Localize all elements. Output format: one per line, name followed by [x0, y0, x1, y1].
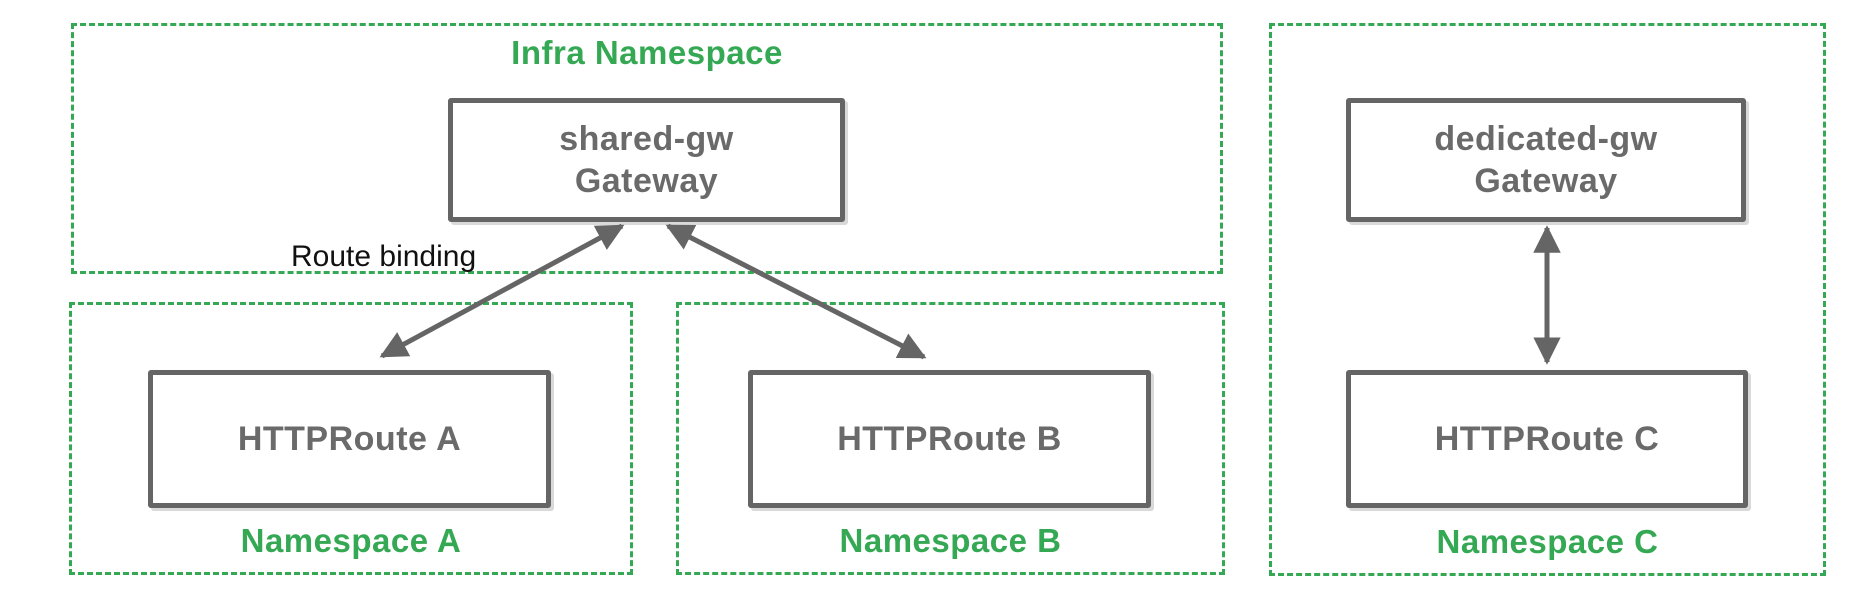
dedicated-gateway-name: dedicated-gw — [1434, 120, 1658, 158]
httproute-a-node: HTTPRoute A — [148, 370, 551, 508]
shared-gateway-kind: Gateway — [574, 162, 719, 200]
httproute-b-label: HTTPRoute B — [837, 420, 1062, 458]
route-binding-label: Route binding — [291, 240, 477, 273]
namespace-a-title: Namespace A — [240, 522, 462, 559]
infra-namespace-box: Infra Namespace shared-gw Gateway — [71, 23, 1223, 274]
shared-gateway-node: shared-gw Gateway — [448, 98, 845, 222]
dedicated-gateway-node: dedicated-gw Gateway — [1346, 98, 1746, 222]
infra-namespace-title: Infra Namespace — [511, 34, 783, 71]
namespace-b-box: HTTPRoute B Namespace B — [676, 302, 1225, 575]
namespace-c-title: Namespace C — [1436, 523, 1659, 560]
httproute-b-node: HTTPRoute B — [748, 370, 1151, 508]
httproute-a-label: HTTPRoute A — [237, 420, 462, 458]
httproute-c-node: HTTPRoute C — [1346, 370, 1748, 508]
namespace-a-box: HTTPRoute A Namespace A — [69, 302, 633, 575]
namespace-c-box: dedicated-gw Gateway HTTPRoute C Namespa… — [1269, 23, 1826, 576]
shared-gateway-name: shared-gw — [559, 120, 734, 158]
httproute-c-label: HTTPRoute C — [1434, 420, 1660, 458]
dedicated-gateway-kind: Gateway — [1474, 162, 1618, 200]
namespace-b-title: Namespace B — [839, 522, 1062, 559]
